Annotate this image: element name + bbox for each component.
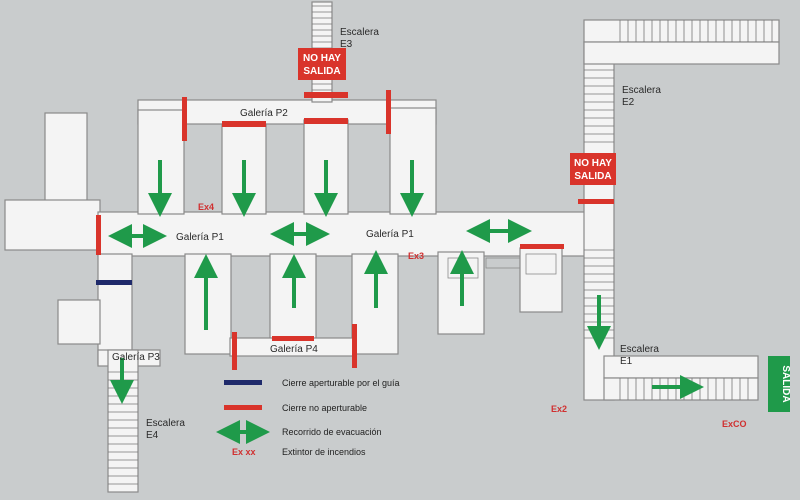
legend-guide-barrier-swatch [224, 380, 262, 385]
label-escalera-e3-1: Escalera [340, 27, 379, 38]
svg-text:NO HAY: NO HAY [303, 53, 341, 64]
label-escalera-e2-1: Escalera [622, 85, 661, 96]
no-exit-sign-top: NO HAY SALIDA [298, 48, 346, 80]
legend-extinguisher-code: Ex xx [232, 447, 256, 457]
label-escalera-e1-1: Escalera [620, 344, 659, 355]
stair-e2-landing [583, 41, 780, 65]
legend-guide-barrier-label: Cierre aperturable por el guía [282, 378, 400, 388]
svg-text:NO HAY: NO HAY [574, 158, 612, 169]
svg-text:SALIDA: SALIDA [303, 66, 340, 77]
label-galeria-p4: Galería P4 [270, 344, 318, 355]
label-escalera-e4-2: E4 [146, 430, 159, 441]
room-small-left [57, 299, 101, 345]
evacuation-arrows [108, 160, 704, 404]
label-galeria-p3: Galería P3 [112, 352, 160, 363]
label-escalera-e1-2: E1 [620, 356, 633, 367]
stair-e2-e1-shaft [583, 41, 615, 401]
legend-closed-barrier-swatch [224, 405, 262, 410]
closed-barriers [96, 90, 614, 370]
svg-text:SALIDA: SALIDA [574, 171, 611, 182]
extinguisher-ex3: Ex3 [408, 251, 424, 261]
svg-text:SALIDA: SALIDA [780, 365, 791, 402]
label-escalera-e3-2: E3 [340, 39, 353, 50]
label-galeria-p2: Galería P2 [240, 108, 288, 119]
corridor-galeria-p3-vertical [97, 253, 133, 365]
legend-evacuation-label: Recorrido de evacuación [282, 427, 382, 437]
extinguisher-ex4: Ex4 [198, 202, 214, 212]
label-escalera-e4-1: Escalera [146, 418, 185, 429]
exit-sign: SALIDA [768, 356, 791, 412]
legend: Cierre aperturable por el guía Cierre no… [216, 378, 400, 457]
legend-extinguisher-label: Extintor de incendios [282, 447, 366, 457]
extinguisher-ex2: Ex2 [551, 404, 567, 414]
room-left-lower [4, 199, 101, 251]
stair-treads [108, 5, 773, 485]
label-galeria-p1-left: Galería P1 [176, 232, 224, 243]
guide-barrier [96, 280, 132, 285]
label-galeria-p1-right: Galería P1 [366, 229, 414, 240]
legend-closed-barrier-label: Cierre no aperturable [282, 403, 367, 413]
no-exit-sign-right: NO HAY SALIDA [570, 153, 616, 185]
extinguisher-exco: ExCO [722, 419, 747, 429]
stair-e2-run [583, 19, 780, 43]
floor-plan-walls [4, 1, 780, 493]
label-escalera-e2-2: E2 [622, 97, 635, 108]
